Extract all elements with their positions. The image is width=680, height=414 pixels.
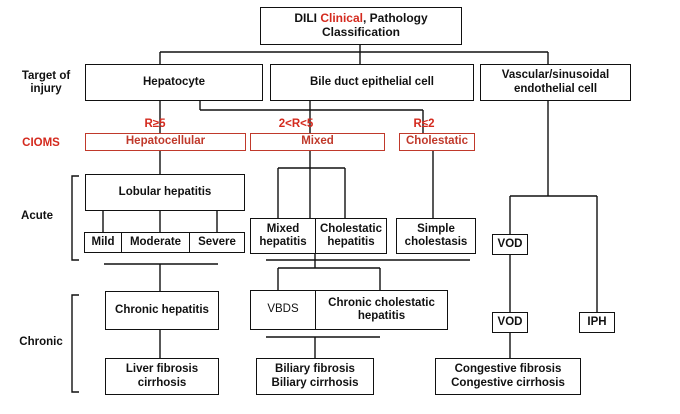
target-bile-duct: Bile duct epithelial cell xyxy=(270,64,474,101)
title-clinical: Clinical xyxy=(320,11,363,26)
label-chronic: Chronic xyxy=(19,336,63,348)
chronic-iph: IPH xyxy=(579,312,615,333)
acute-cholestatic-hepatitis: Cholestatic hepatitis xyxy=(315,218,387,254)
chronic-cholestatic-hepatitis: Chronic cholestatic hepatitis xyxy=(315,290,448,330)
acute-mixed-hepatitis: Mixed hepatitis xyxy=(250,218,316,254)
chronic-vbds: VBDS xyxy=(250,290,316,330)
brackets xyxy=(71,175,79,393)
acute-vod: VOD xyxy=(492,234,528,255)
chronic-liver-fibrosis: Liver fibrosis cirrhosis xyxy=(105,358,219,395)
ratio-r-le-2: R≤2 xyxy=(413,118,435,130)
title-part3: , Pathology xyxy=(363,11,428,26)
ratio-mixed-range: 2<R<5 xyxy=(278,118,314,130)
ratio-r-ge-5: R≥5 xyxy=(144,118,166,130)
title-line2: Classification xyxy=(321,25,400,39)
target-vascular: Vascular/sinusoidal endothelial cell xyxy=(480,64,631,101)
chronic-congestive-fibrosis: Congestive fibrosis Congestive cirrhosis xyxy=(435,358,581,395)
chronic-hepatitis: Chronic hepatitis xyxy=(105,291,219,330)
title-part1: DILI xyxy=(294,11,321,26)
acute-simple-cholestasis: Simple cholestasis xyxy=(396,218,476,254)
cioms-hepatocellular: Hepatocellular xyxy=(85,133,246,151)
acute-lobular-hepatitis: Lobular hepatitis xyxy=(85,174,245,211)
acute-moderate: Moderate xyxy=(121,232,190,253)
target-hepatocyte: Hepatocyte xyxy=(85,64,263,101)
acute-severe: Severe xyxy=(189,232,245,253)
chronic-vod: VOD xyxy=(492,312,528,333)
label-acute: Acute xyxy=(21,210,53,222)
label-cioms: CIOMS xyxy=(22,137,60,149)
cioms-cholestatic: Cholestatic xyxy=(399,133,475,151)
label-target-of-injury: Target of injury xyxy=(21,70,71,96)
chronic-biliary-fibrosis: Biliary fibrosis Biliary cirrhosis xyxy=(256,358,374,395)
acute-mild: Mild xyxy=(84,232,122,253)
cioms-mixed: Mixed xyxy=(250,133,385,151)
